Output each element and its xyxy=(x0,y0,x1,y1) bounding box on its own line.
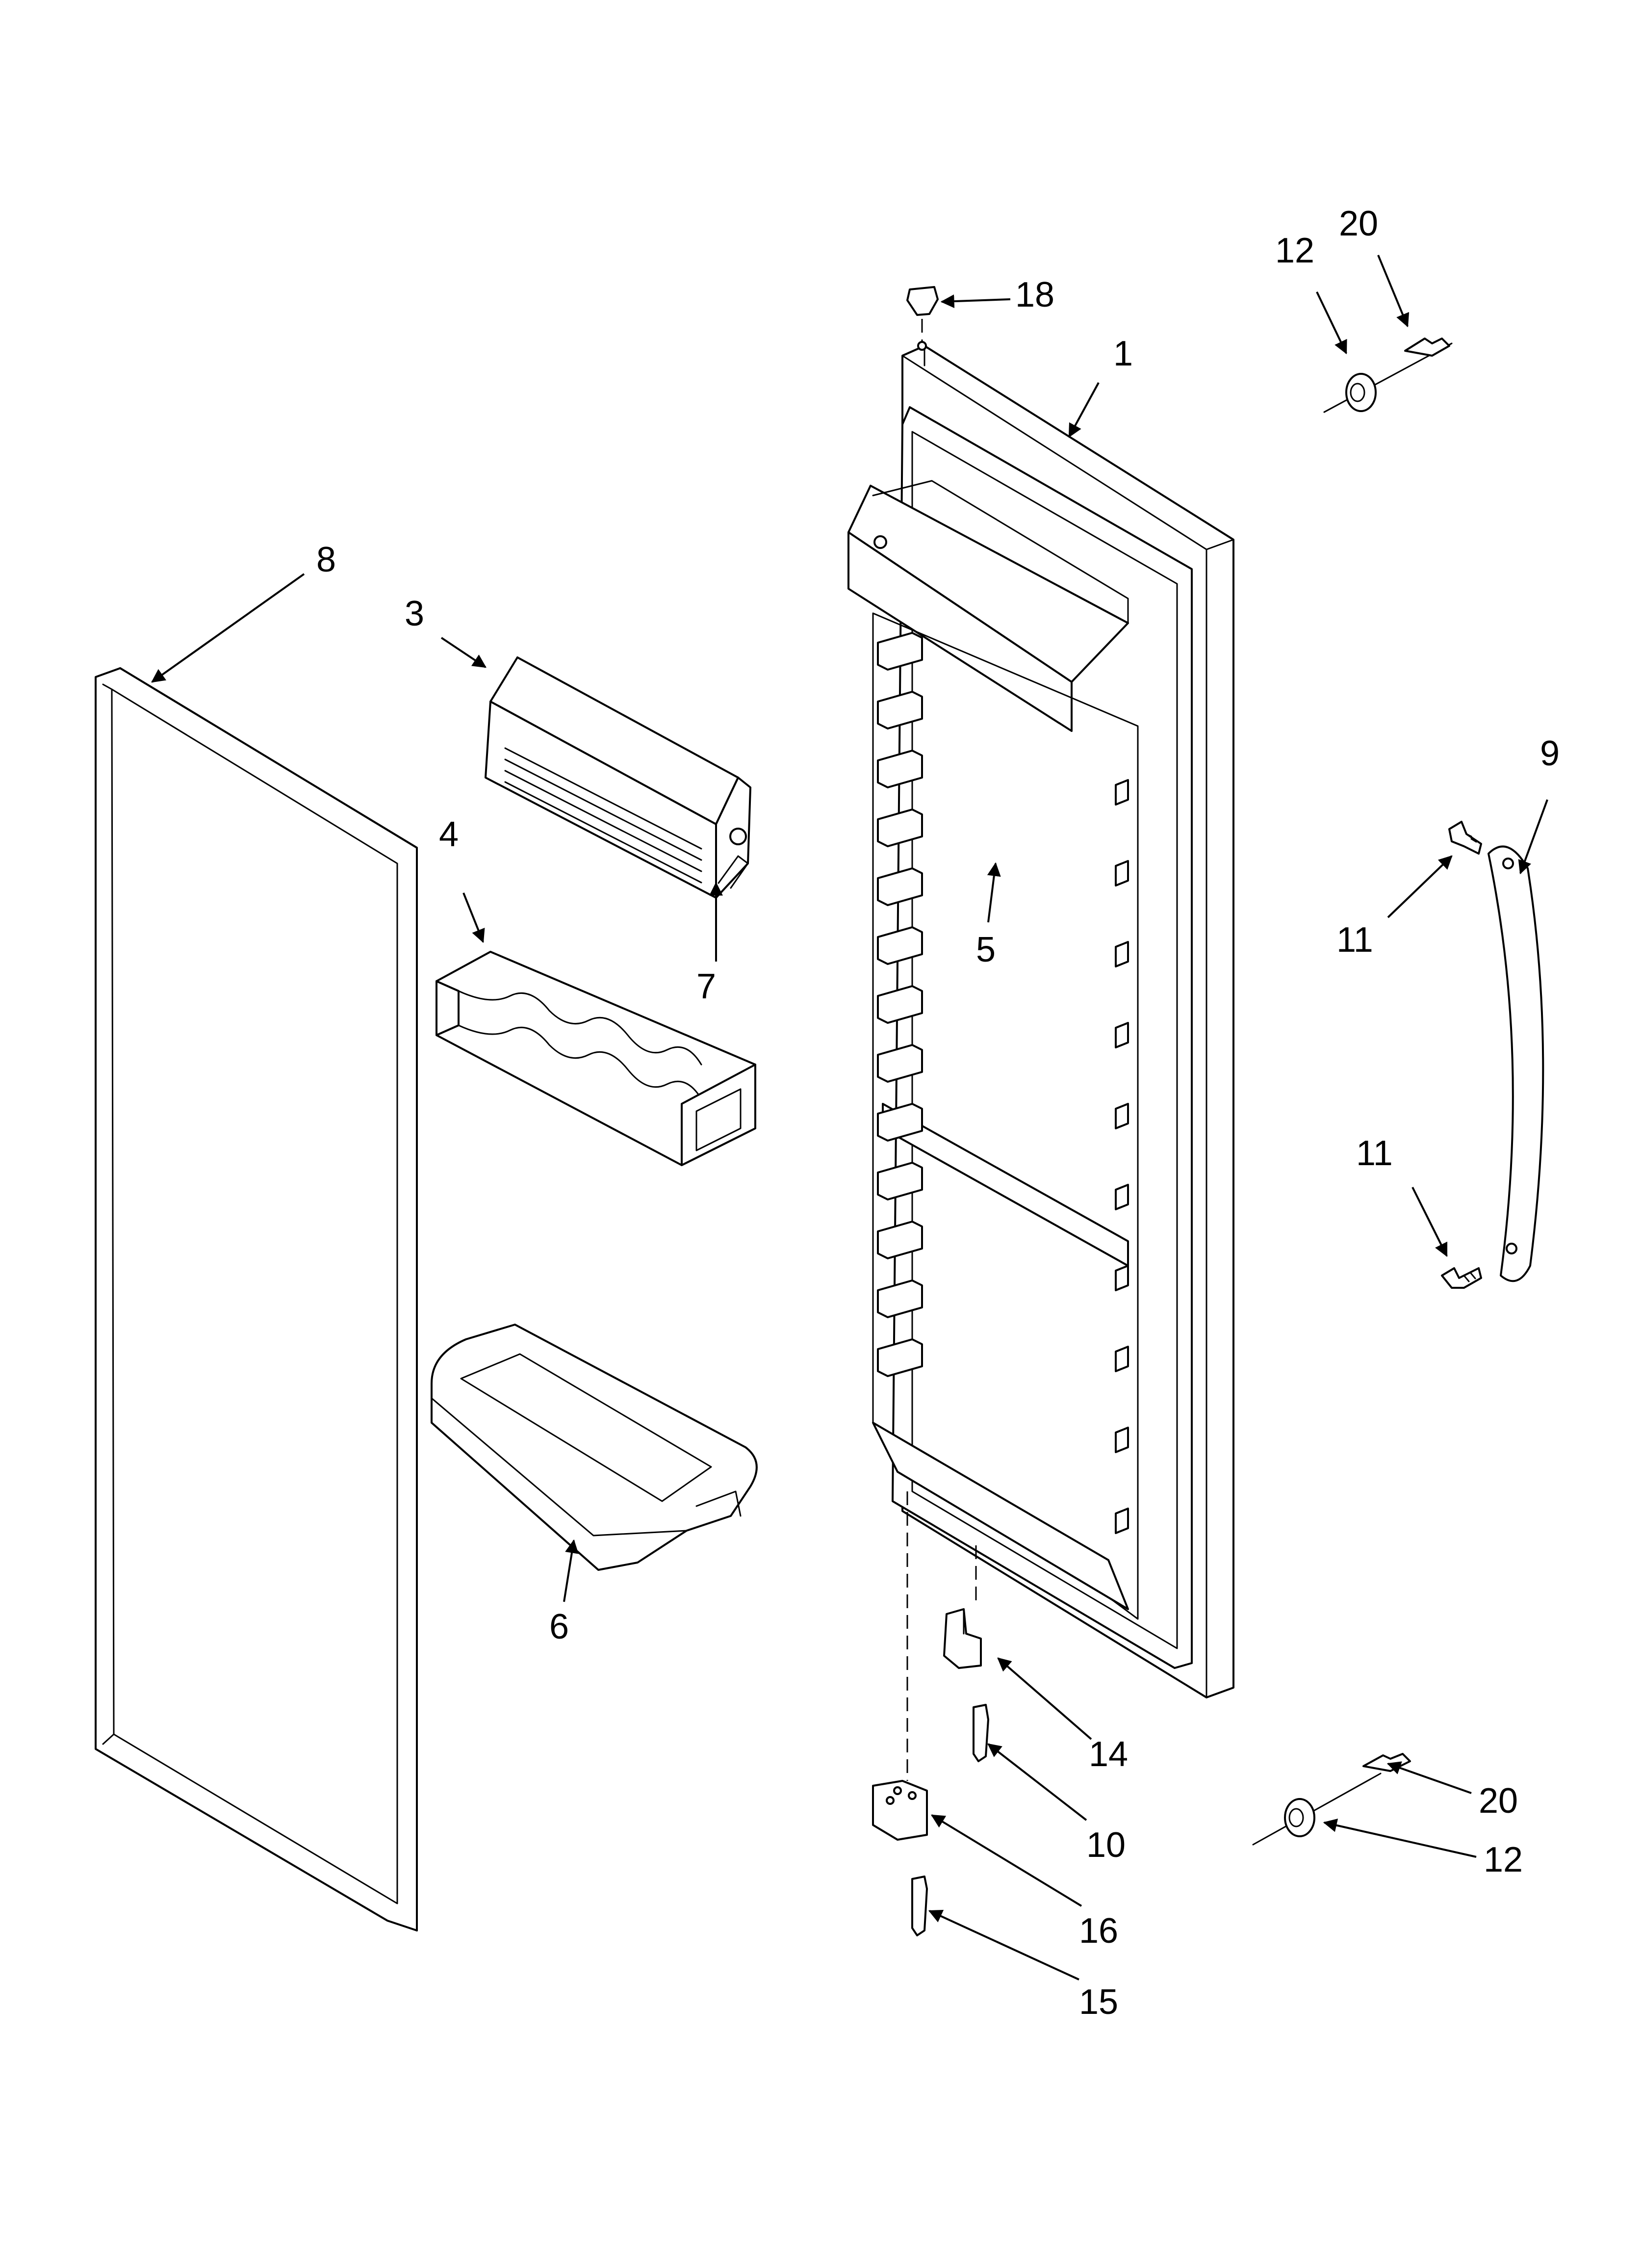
handle-cap-upper xyxy=(1323,342,1453,413)
callout-16: 16 xyxy=(1079,1911,1118,1951)
callout-1: 1 xyxy=(1113,334,1133,373)
hinge-screw-10 xyxy=(973,1704,989,1762)
leader-lines xyxy=(151,255,1548,1981)
callout-5: 5 xyxy=(976,930,996,969)
callout-12-lower: 12 xyxy=(1484,1840,1523,1879)
door-gasket xyxy=(95,667,418,1931)
handle-cap-lower xyxy=(1252,1773,1382,1846)
hinge-screw-15 xyxy=(911,1876,928,1936)
door-assembly xyxy=(847,345,1234,1698)
callout-7: 7 xyxy=(696,967,716,1006)
callout-14: 14 xyxy=(1089,1735,1128,1774)
handle-screw-lower xyxy=(1441,1267,1482,1289)
callout-10: 10 xyxy=(1086,1825,1126,1865)
left-shelf-supports xyxy=(877,632,923,1377)
egg-bin xyxy=(436,951,756,1166)
callout-9: 9 xyxy=(1540,734,1560,773)
handle-screw-upper-cap xyxy=(1404,338,1450,357)
door-handle xyxy=(1488,845,1544,1282)
callout-8: 8 xyxy=(316,540,336,579)
callout-6: 6 xyxy=(549,1607,569,1646)
dairy-door-bin xyxy=(485,656,751,899)
right-shelf-supports xyxy=(1115,779,1129,1534)
top-hinge-plug xyxy=(906,286,939,351)
door-bin xyxy=(431,1324,758,1571)
callout-15: 15 xyxy=(1079,1982,1118,2022)
callout-11-lower: 11 xyxy=(1356,1134,1393,1173)
hinge-plate xyxy=(872,1491,928,1841)
callout-4: 4 xyxy=(439,815,459,854)
callout-11-upper: 11 xyxy=(1336,920,1373,960)
callout-20-upper: 20 xyxy=(1339,204,1378,243)
callout-3: 3 xyxy=(405,594,424,633)
handle-screw-upper xyxy=(1448,821,1482,855)
callout-12-upper: 12 xyxy=(1275,231,1314,270)
callout-labels: 18 1 12 20 8 3 9 4 11 5 7 11 6 14 20 10 … xyxy=(316,204,1560,2022)
callout-18: 18 xyxy=(1015,275,1054,314)
hinge-pin xyxy=(943,1545,982,1669)
callout-20-lower: 20 xyxy=(1479,1781,1518,1821)
